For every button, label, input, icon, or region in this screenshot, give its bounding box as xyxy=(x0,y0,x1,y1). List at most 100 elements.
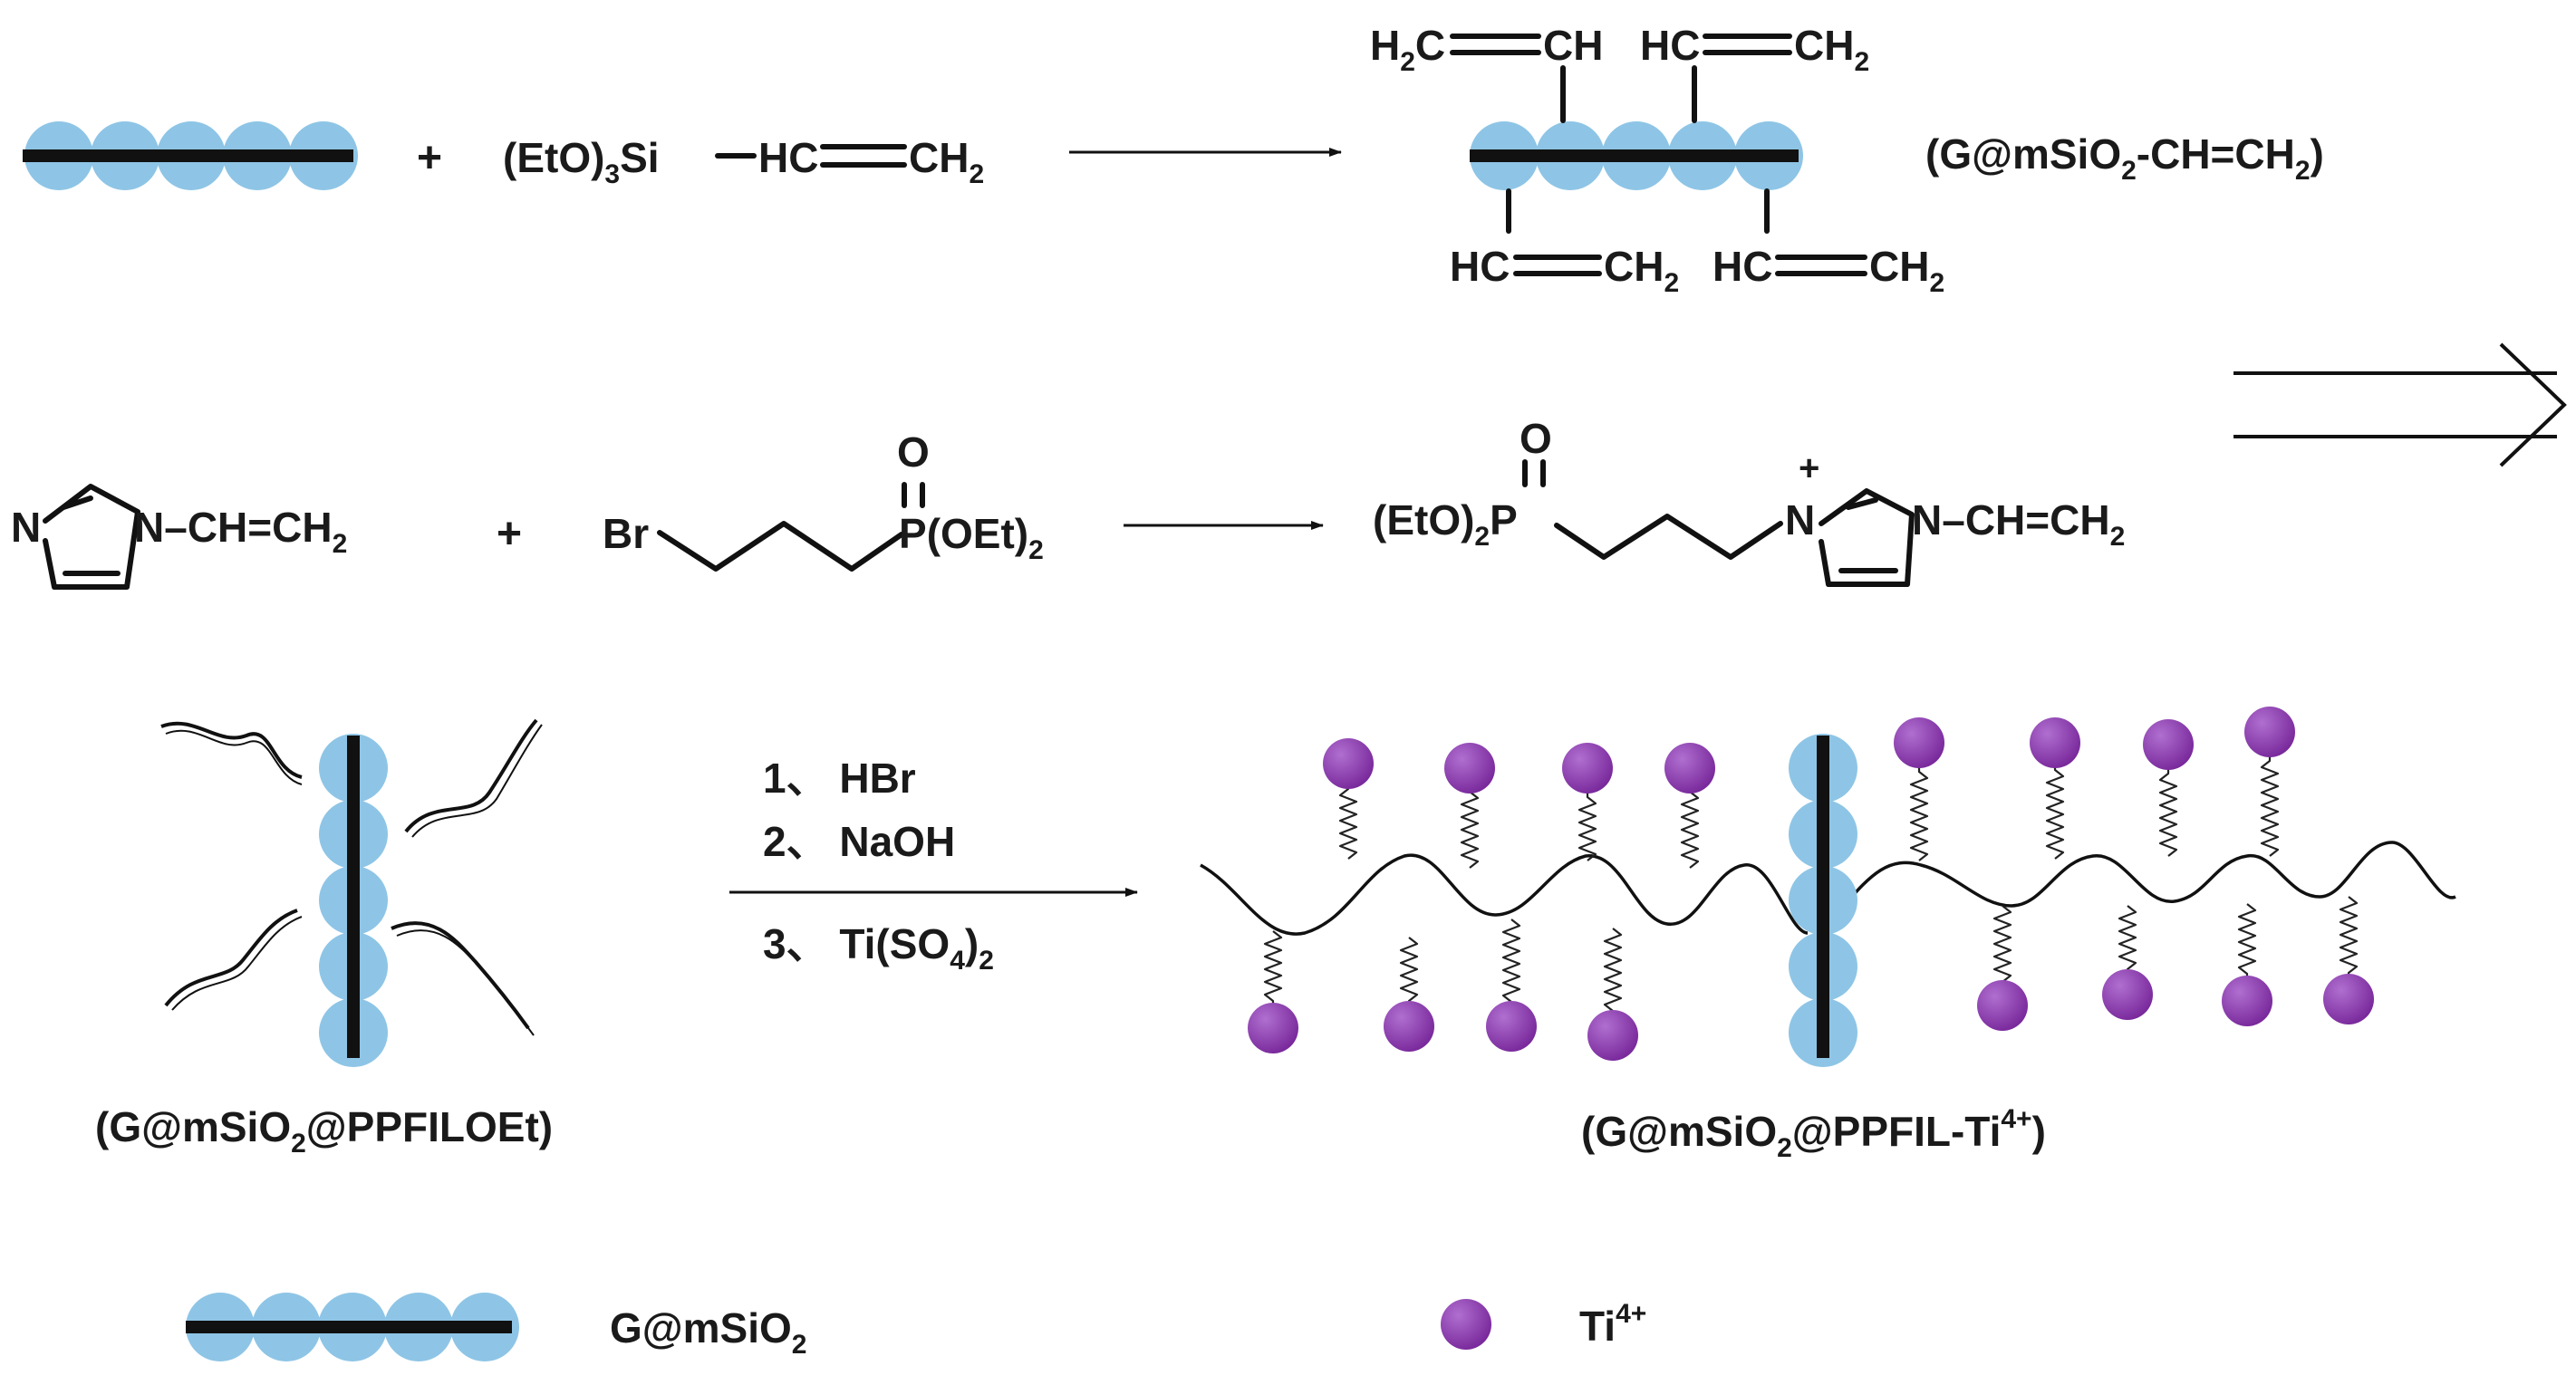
svg-text:N–CH=CH2: N–CH=CH2 xyxy=(1912,496,2125,552)
product-eto: (EtO) xyxy=(1373,496,1474,543)
svg-text:N–CH=CH2: N–CH=CH2 xyxy=(134,504,347,559)
linker-spring xyxy=(1603,928,1623,1013)
linker-spring xyxy=(1338,787,1358,860)
linker-spring xyxy=(2045,766,2065,860)
phosphonate-oet: (OEt) xyxy=(927,510,1028,557)
bottom-right-ch-sub: 2 xyxy=(1929,268,1944,298)
ti-ion xyxy=(2030,717,2080,768)
step-1-hbr: 1、 HBr xyxy=(763,755,916,802)
product-n-plus: N xyxy=(1785,496,1815,543)
polymer-strand-bottom-left xyxy=(164,909,303,1011)
linker-spring xyxy=(1577,792,1597,861)
linker-spring xyxy=(2339,896,2359,976)
ti-loaded-product xyxy=(1200,707,2456,1067)
legend-silica-rod xyxy=(186,1293,519,1361)
step-3-tiso4: 3、 Ti(SO4)2 xyxy=(763,920,994,976)
reagent-eto-sub: 3 xyxy=(604,159,620,189)
bottom-left-ch-sub: 2 xyxy=(1664,268,1679,298)
linker-spring xyxy=(1992,905,2012,983)
linker-spring xyxy=(1460,791,1480,869)
product-n1: N xyxy=(1912,496,1942,543)
linker-spring xyxy=(2237,903,2257,977)
rod-with-polymer-chains xyxy=(160,718,543,1067)
linker-spring xyxy=(2260,755,2280,857)
step-2-naoh: 2、 NaOH xyxy=(763,818,955,865)
ti-ion xyxy=(1486,1001,1537,1052)
double-arrow xyxy=(2233,342,2567,467)
ti-ion xyxy=(2222,976,2272,1026)
product-eto-sub: 2 xyxy=(1474,522,1490,552)
vinyl-functionalized-rod: H2C CH HC CH2 HC CH2 HC CH2 xyxy=(1370,22,1944,298)
legend: G@mSiO2 Ti4+ xyxy=(186,1293,1646,1361)
bromopropyl-phosphonate: Br O P(OEt)2 xyxy=(603,428,1044,572)
linker-spring xyxy=(1399,937,1419,1003)
polymer-strand-bottom-right xyxy=(391,921,535,1036)
imidazole-n3: N xyxy=(11,504,41,551)
top-left-c: C xyxy=(1415,22,1445,69)
svg-text:CH2: CH2 xyxy=(1604,243,1679,298)
vinylimidazole: N N–CH=CH2 xyxy=(11,484,347,590)
svg-text:CH2: CH2 xyxy=(1869,243,1944,298)
bromide-br: Br xyxy=(603,510,649,557)
svg-text:CH2: CH2 xyxy=(909,134,984,189)
ti-ion xyxy=(1384,1001,1434,1052)
ti-ion xyxy=(1562,743,1613,793)
linker-spring xyxy=(2158,768,2178,857)
left-product-label: (G@mSiO2@PPFILOEt) xyxy=(95,1103,553,1159)
vinyltriethoxysilane: (EtO)3Si HC CH2 xyxy=(503,134,984,189)
bottom-right-hc: HC xyxy=(1713,243,1772,290)
phosphonate-oet-sub: 2 xyxy=(1028,535,1044,565)
reagent-ch-sub: 2 xyxy=(969,159,984,189)
top-right-hc: HC xyxy=(1640,22,1700,69)
linker-spring xyxy=(1501,919,1521,1004)
phosphonate-p: P xyxy=(899,510,927,557)
graphene-silica-rod-reactant xyxy=(23,121,358,190)
bottom-left-ch: CH xyxy=(1604,243,1664,290)
polymer-strand-top-right xyxy=(404,718,543,838)
ti-ion xyxy=(1248,1003,1298,1053)
ti-ion xyxy=(2323,974,2374,1024)
linker-spring xyxy=(2118,905,2137,971)
bottom-left-hc: HC xyxy=(1450,243,1510,290)
svg-text:P(OEt)2: P(OEt)2 xyxy=(899,510,1044,565)
polymer-strand-top-left xyxy=(160,721,303,785)
linker-spring xyxy=(1909,766,1929,861)
ti-ion xyxy=(1587,1010,1638,1061)
plus-sign-1: + xyxy=(417,134,442,182)
reagent-hc: HC xyxy=(758,134,818,181)
ti-ion xyxy=(2102,969,2153,1020)
imidazole-vinyl: –CH=CH xyxy=(164,504,332,551)
linker-spring xyxy=(1680,791,1700,869)
legend-ti-ion xyxy=(1441,1299,1491,1350)
bottom-right-ch: CH xyxy=(1869,243,1929,290)
product-p: P xyxy=(1490,496,1518,543)
imidazole-vinyl-sub: 2 xyxy=(333,529,348,559)
vinyl-product-label: (G@mSiO2-CH=CH2) xyxy=(1925,130,2324,186)
reaction-conditions: 1、 HBr 2、 NaOH 3、 Ti(SO4)2 xyxy=(729,755,1138,976)
ti-ion xyxy=(1444,743,1495,793)
imidazole-n1: N xyxy=(134,504,164,551)
linker-spring xyxy=(1263,930,1283,1005)
phosphonate-o: O xyxy=(897,428,930,476)
ti-spring-groups xyxy=(1248,707,2374,1061)
product-vinyl-sub: 2 xyxy=(2110,522,2126,552)
ti-ion xyxy=(2143,719,2194,770)
top-left-h: H xyxy=(1370,22,1400,69)
svg-text:(EtO)3Si: (EtO)3Si xyxy=(503,134,660,189)
top-right-ch: CH xyxy=(1794,22,1854,69)
top-ch: CH xyxy=(1543,22,1603,69)
svg-text:CH2: CH2 xyxy=(1794,22,1869,77)
ti-ion xyxy=(1323,738,1374,789)
ti-ion xyxy=(1664,743,1715,793)
reagent-eto: (EtO) xyxy=(503,134,604,181)
phosphonate-imidazolium-monomer: (EtO)2P O N + N–CH=CH2 xyxy=(1373,415,2125,587)
legend-silica-label: G@mSiO2 xyxy=(610,1304,806,1360)
product-vinyl: –CH=CH xyxy=(1942,496,2109,543)
plus-sign-2: + xyxy=(497,510,522,558)
legend-ti-label: Ti4+ xyxy=(1579,1299,1646,1350)
top-right-ch-sub: 2 xyxy=(1854,47,1869,77)
right-product-label: (G@mSiO2@PPFIL-Ti4+) xyxy=(1581,1104,2046,1163)
svg-text:H2C: H2C xyxy=(1370,22,1445,77)
